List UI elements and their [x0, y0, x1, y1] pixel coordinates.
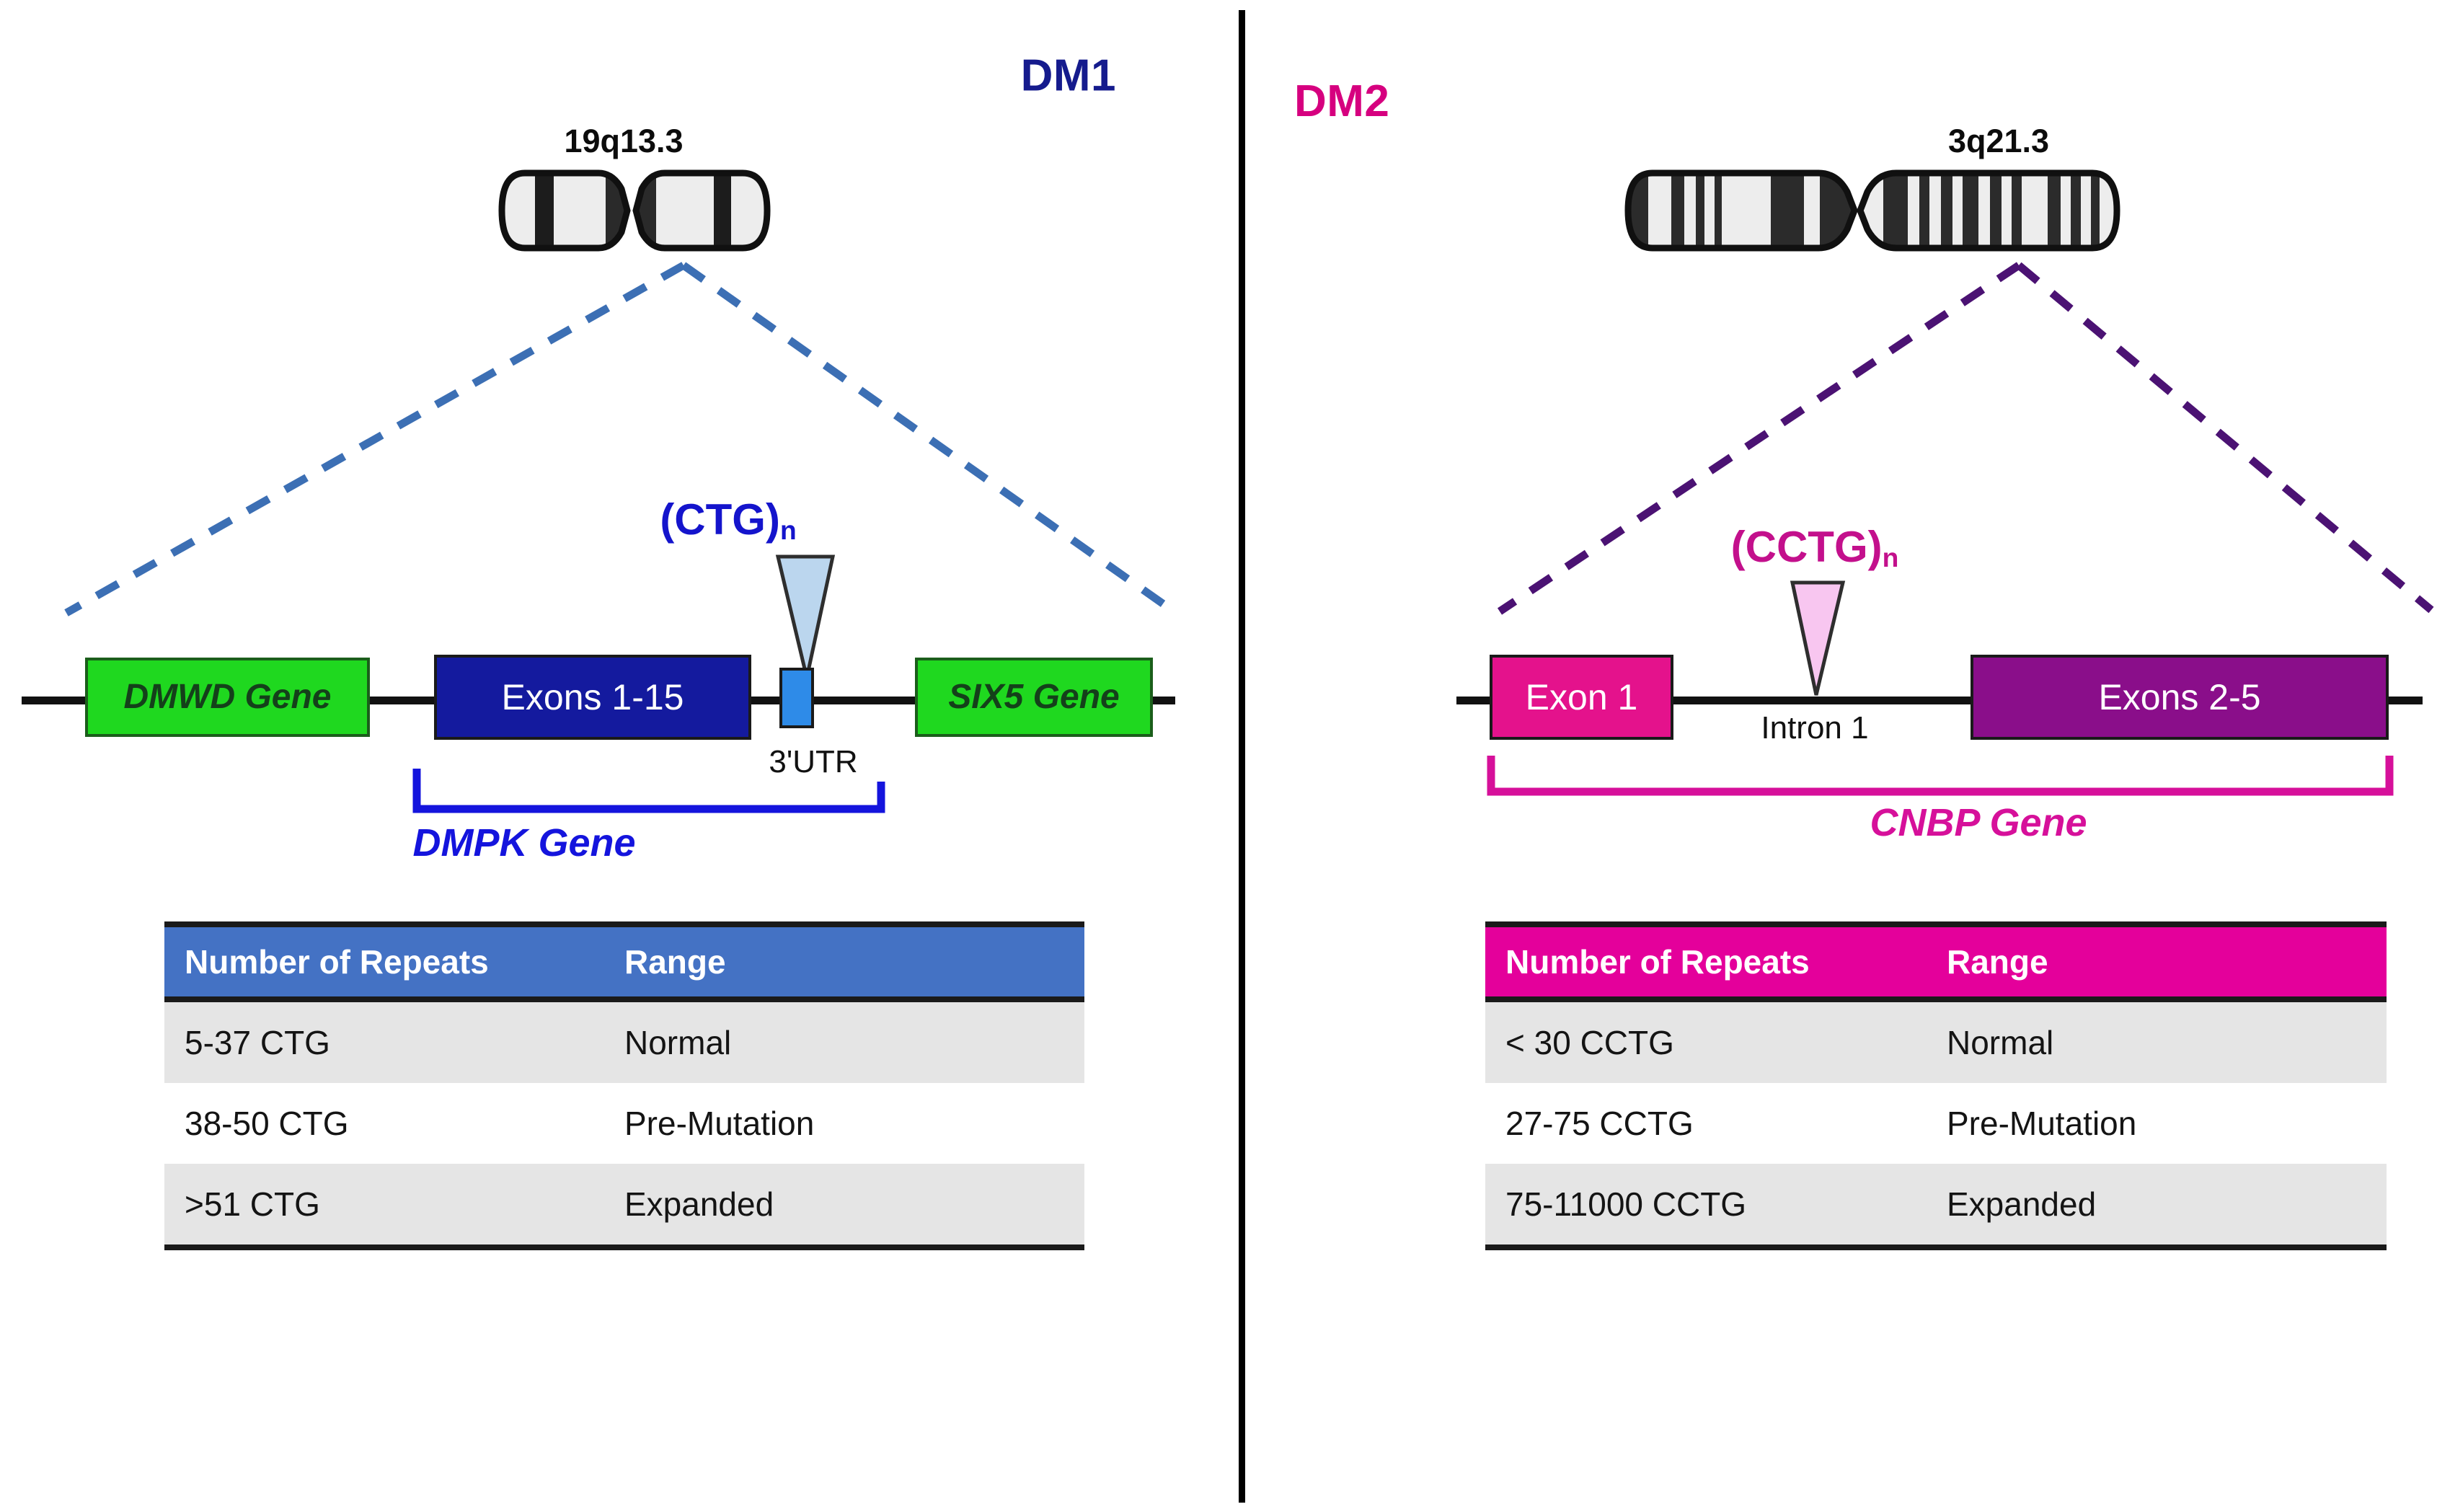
dm1-table-header-row: Number of Repeats Range: [164, 927, 1084, 996]
chromosome-19-ideogram: [498, 169, 771, 252]
cctg-expansion-triangle: [1790, 580, 1846, 696]
dm2-genomic-axis-line: [1456, 697, 2423, 704]
dm1-cell-repeats-2: >51 CTG: [164, 1164, 604, 1244]
gene-box-exons-1-15: Exons 1-15: [434, 655, 751, 740]
dm1-repeat-table-body: 5-37 CTG Normal 38-50 CTG Pre-Mutation >…: [164, 1002, 1084, 1244]
dm1-table-header-repeats: Number of Repeats: [164, 927, 604, 996]
table-row: 38-50 CTG Pre-Mutation: [164, 1083, 1084, 1164]
cctg-repeat-text: (CCTG): [1730, 523, 1883, 571]
ctg-repeat-label: (CTG)n: [660, 495, 797, 545]
ctg-repeat-text: (CTG): [660, 495, 780, 544]
dm1-cell-range-2: Expanded: [604, 1164, 1084, 1244]
dm2-cell-repeats-2: 75-11000 CCTG: [1485, 1164, 1927, 1244]
table-row: < 30 CCTG Normal: [1485, 1002, 2387, 1083]
cctg-repeat-label: (CCTG)n: [1731, 522, 1899, 572]
dm1-repeat-table-wrapper: Number of Repeats Range 5-37 CTG Normal …: [164, 921, 1084, 1250]
dm1-table-header-range: Range: [604, 927, 1084, 996]
cnbp-gene-bracket: [1487, 756, 2394, 796]
gene-box-exons-2-5: Exons 2-5: [1971, 655, 2389, 740]
dm2-repeat-table-wrapper: Number of Repeats Range < 30 CCTG Normal…: [1485, 921, 2387, 1250]
dm2-table-bottom-rule: [1485, 1244, 2387, 1250]
gene-box-exons-1-15-label: Exons 1-15: [501, 677, 684, 717]
dm1-cell-repeats-0: 5-37 CTG: [164, 1002, 604, 1083]
dm2-table-header-rule: [1485, 996, 2387, 1002]
dmpk-gene-label: DMPK Gene: [412, 821, 636, 865]
table-row: >51 CTG Expanded: [164, 1164, 1084, 1244]
dm2-table-header-range: Range: [1927, 927, 2387, 996]
dm2-table-top-rule: [1485, 921, 2387, 927]
dm2-cell-range-2: Expanded: [1927, 1164, 2387, 1244]
gene-box-exon-1-label: Exon 1: [1525, 677, 1638, 717]
dm2-cell-repeats-0: < 30 CCTG: [1485, 1002, 1927, 1083]
table-row: 5-37 CTG Normal: [164, 1002, 1084, 1083]
dm2-zoom-connector-lines: [1497, 262, 2434, 615]
chromosome-3-band-label: 3q21.3: [1947, 123, 2050, 159]
gene-box-3utr-repeat: [779, 668, 814, 728]
dm2-panel-title: DM2: [1294, 76, 1390, 126]
dm2-cell-range-1: Pre-Mutation: [1927, 1083, 2387, 1164]
dm1-zoom-connector-lines: [64, 262, 1177, 616]
gene-box-dmwd: DMWD Gene: [85, 658, 370, 737]
ctg-repeat-subscript: n: [779, 514, 797, 545]
chromosome-3-ideogram: [1624, 169, 2120, 252]
table-row: 75-11000 CCTG Expanded: [1485, 1164, 2387, 1244]
gene-box-six5-label: SIX5 Gene: [948, 678, 1120, 716]
dm1-repeat-table: Number of Repeats Range: [164, 927, 1084, 996]
utr-annotation-label: 3'UTR: [769, 744, 858, 779]
panel-divider: [1239, 10, 1245, 1503]
dm2-repeat-table-body: < 30 CCTG Normal 27-75 CCTG Pre-Mutation…: [1485, 1002, 2387, 1244]
dm1-cell-range-0: Normal: [604, 1002, 1084, 1083]
table-row: 27-75 CCTG Pre-Mutation: [1485, 1083, 2387, 1164]
dm1-cell-range-1: Pre-Mutation: [604, 1083, 1084, 1164]
dm2-table-header-repeats: Number of Repeats: [1485, 927, 1927, 996]
gene-box-exons-2-5-label: Exons 2-5: [2098, 677, 2261, 717]
dmpk-gene-bracket: [412, 769, 885, 813]
dm2-table-header-row: Number of Repeats Range: [1485, 927, 2387, 996]
cnbp-gene-label: CNBP Gene: [1870, 801, 2087, 844]
gene-box-six5: SIX5 Gene: [915, 658, 1153, 737]
ctg-expansion-triangle: [775, 554, 836, 678]
cctg-repeat-subscript: n: [1882, 541, 1899, 572]
dm1-table-top-rule: [164, 921, 1084, 927]
dm1-panel-title: DM1: [1020, 50, 1116, 101]
dm2-repeat-table: Number of Repeats Range: [1485, 927, 2387, 996]
dm1-cell-repeats-1: 38-50 CTG: [164, 1083, 604, 1164]
dm2-cell-repeats-1: 27-75 CCTG: [1485, 1083, 1927, 1164]
dm1-table-header-rule: [164, 996, 1084, 1002]
intron-annotation-label: Intron 1: [1761, 710, 1869, 746]
gene-box-exon-1: Exon 1: [1490, 655, 1673, 740]
chromosome-19-band-label: 19q13.3: [564, 123, 684, 159]
gene-box-dmwd-label: DMWD Gene: [123, 678, 332, 716]
dm2-cell-range-0: Normal: [1927, 1002, 2387, 1083]
dm1-table-bottom-rule: [164, 1244, 1084, 1250]
